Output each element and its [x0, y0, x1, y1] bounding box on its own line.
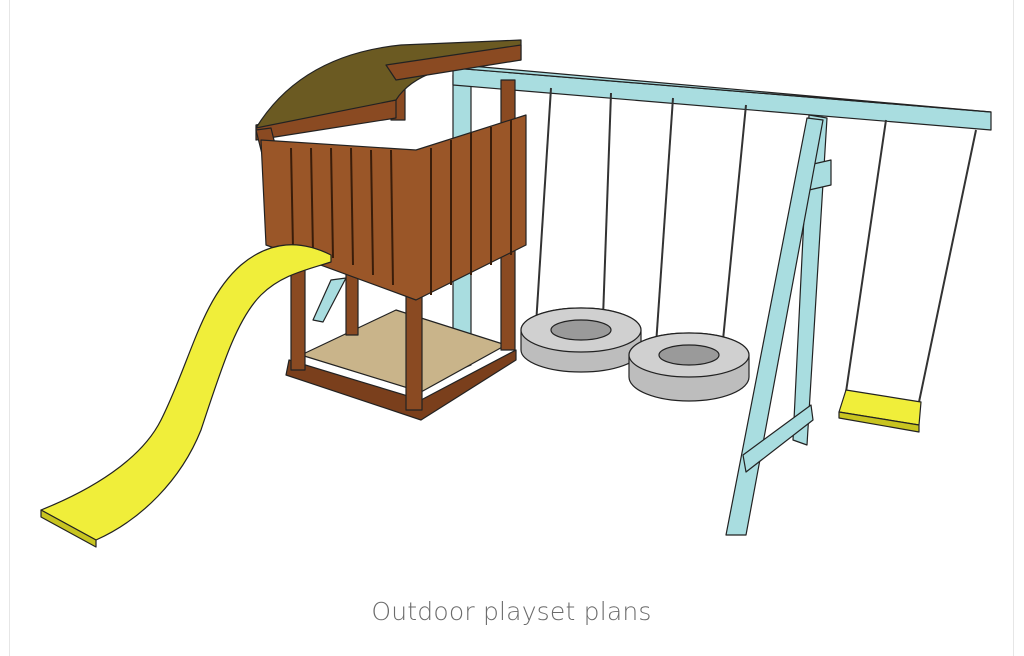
swing-ropes	[535, 87, 977, 403]
figure: Outdoor playset plans	[9, 0, 1014, 656]
figure-caption: Outdoor playset plans	[371, 597, 652, 626]
play-tower	[255, 39, 527, 421]
tire-swing-1	[520, 307, 642, 373]
ladder	[312, 277, 347, 323]
slide	[40, 244, 332, 548]
playset-illustration	[40, 39, 992, 548]
swing-frame	[452, 65, 992, 536]
tower-railings	[290, 120, 512, 295]
swing-seat	[838, 389, 922, 433]
tire-swing-2	[628, 332, 750, 402]
